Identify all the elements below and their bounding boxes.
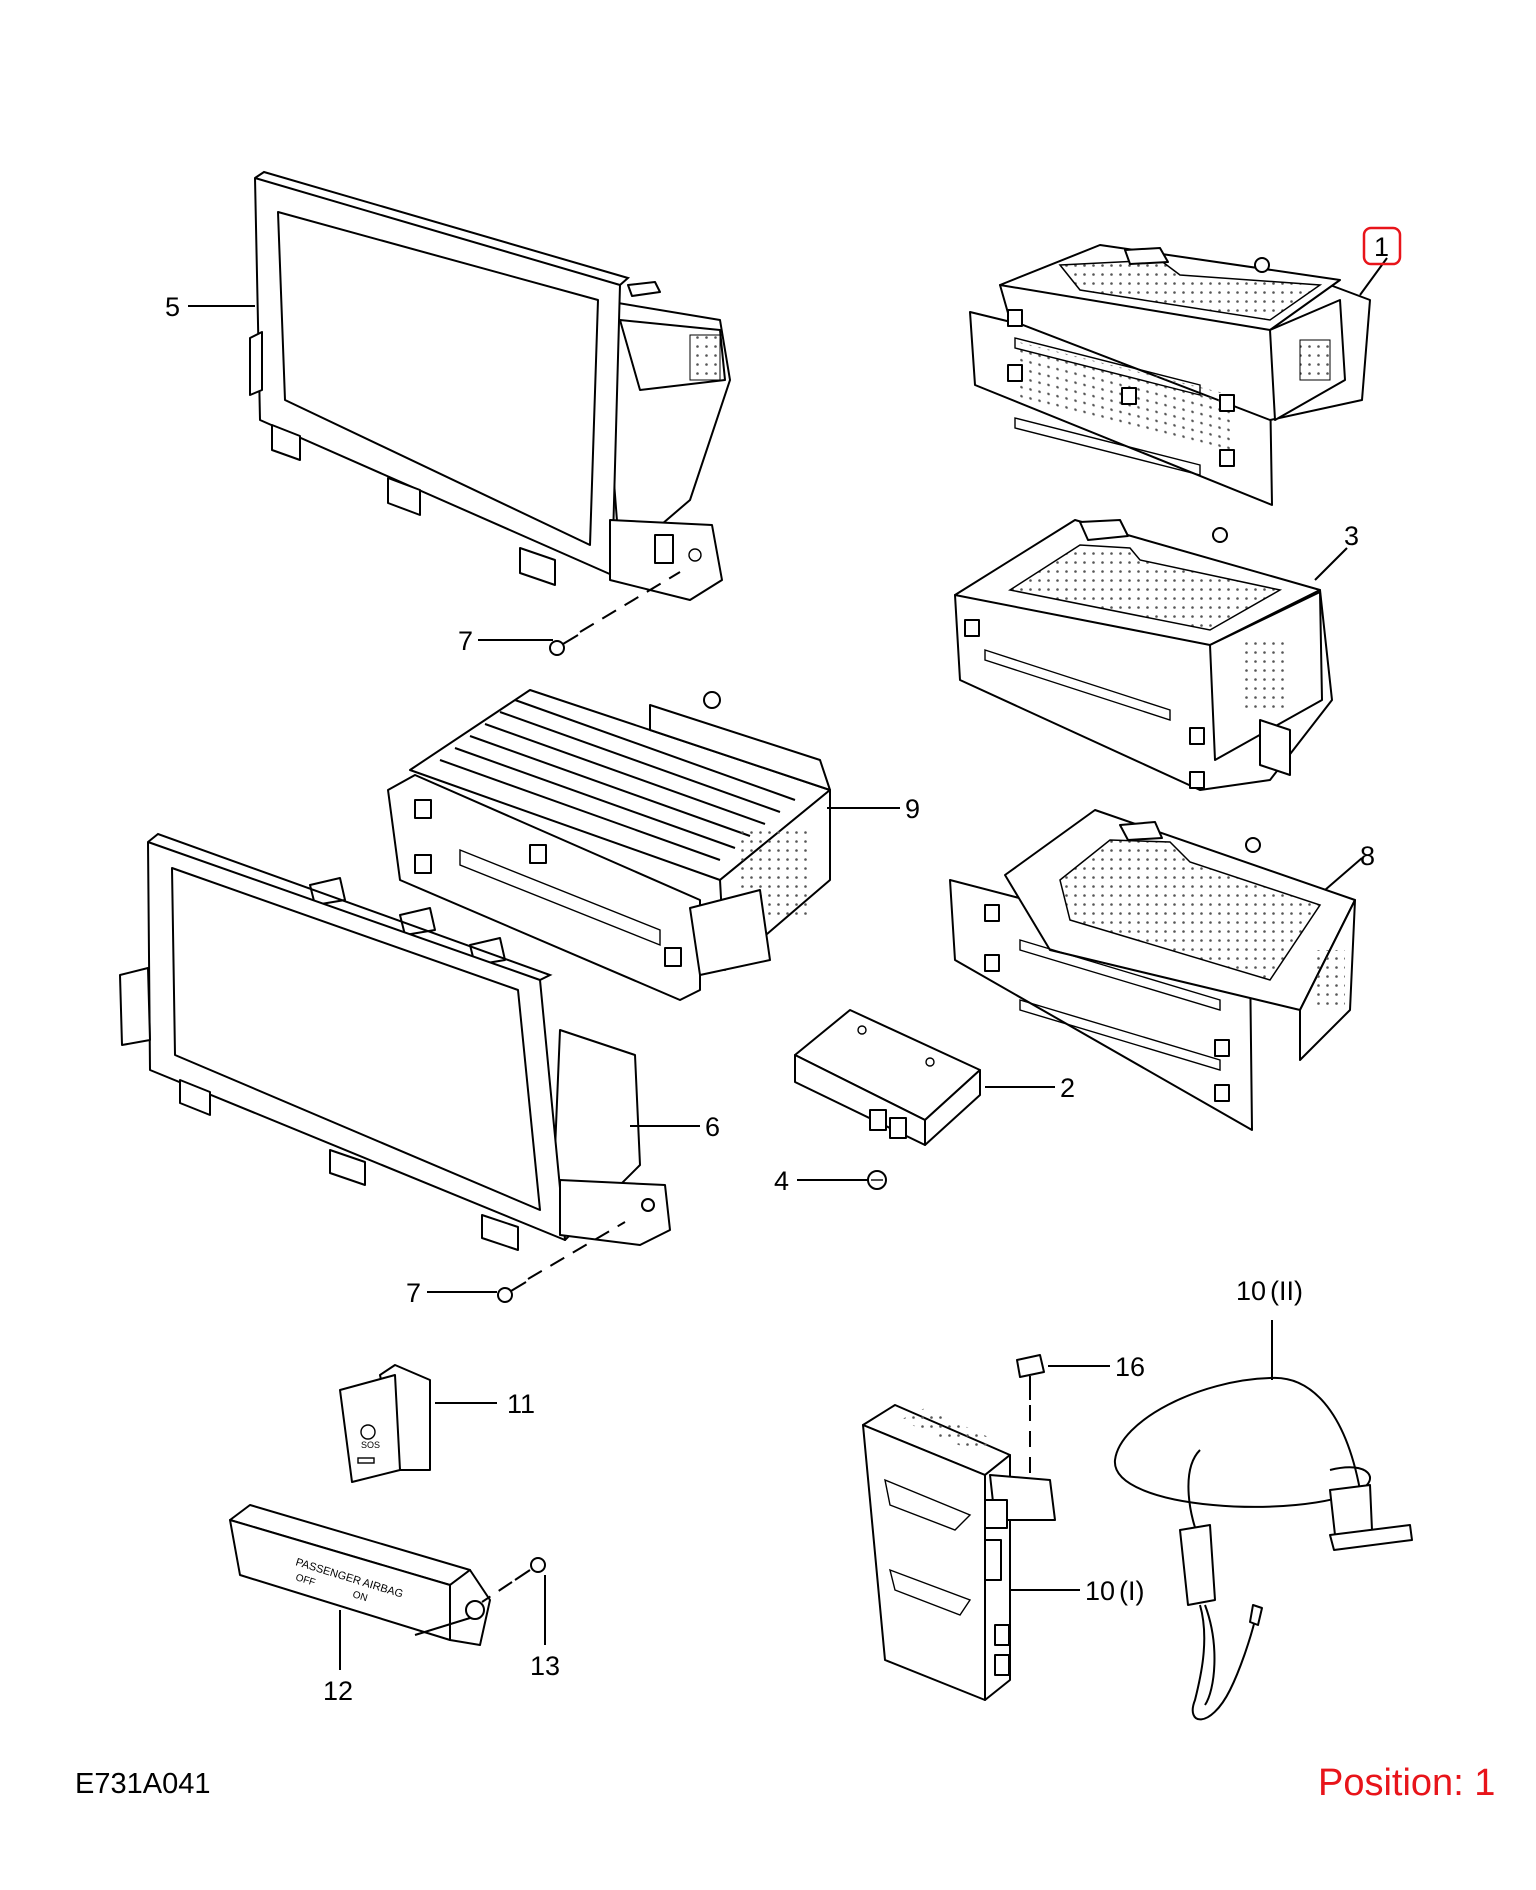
part-2-module[interactable] bbox=[794, 1009, 981, 1146]
callout-4[interactable]: 4 bbox=[774, 1166, 789, 1196]
part-12-airbag-indicator[interactable]: PASSENGER AIRBAG OFF ON bbox=[229, 1504, 491, 1646]
part-4-screw[interactable] bbox=[867, 1170, 887, 1190]
callout-10-i[interactable]: 10(I) bbox=[1085, 1576, 1145, 1606]
callout-10-ii[interactable]: 10(II) bbox=[1236, 1276, 1303, 1306]
part-13-screw[interactable] bbox=[481, 1557, 546, 1603]
airbag-on-text: ON bbox=[351, 1589, 369, 1604]
callout-8[interactable]: 8 bbox=[1360, 841, 1375, 871]
callout-7-lower[interactable]: 7 bbox=[406, 1278, 421, 1308]
callout-2[interactable]: 2 bbox=[1060, 1073, 1075, 1103]
part-3-head-unit[interactable] bbox=[954, 519, 1333, 791]
callout-16[interactable]: 16 bbox=[1115, 1352, 1145, 1382]
sos-text: SOS bbox=[361, 1440, 380, 1450]
part-7-screw-upper[interactable] bbox=[549, 571, 681, 656]
part-10-ii-cable[interactable] bbox=[1113, 1376, 1413, 1721]
part-6-display-unit[interactable] bbox=[119, 832, 671, 1251]
callout-5[interactable]: 5 bbox=[165, 292, 180, 322]
part-7-screw-lower[interactable] bbox=[497, 1221, 626, 1303]
callouts: 1 2 3 4 5 6 7 7 8 9 10(I) 10(II) 11 12 1… bbox=[165, 232, 1389, 1706]
callout-3[interactable]: 3 bbox=[1344, 521, 1359, 551]
callout-13[interactable]: 13 bbox=[530, 1651, 560, 1681]
part-9-amplifier[interactable] bbox=[387, 689, 831, 1001]
part-10-i-module[interactable] bbox=[862, 1404, 1056, 1701]
callout-6[interactable]: 6 bbox=[705, 1112, 720, 1142]
position-label: Position: 1 bbox=[1318, 1762, 1496, 1804]
callout-9[interactable]: 9 bbox=[905, 794, 920, 824]
part-8-head-unit[interactable] bbox=[949, 809, 1356, 1131]
callout-11[interactable]: 11 bbox=[507, 1389, 535, 1419]
part-1-head-unit[interactable] bbox=[969, 244, 1371, 506]
callout-1[interactable]: 1 bbox=[1374, 232, 1389, 262]
part-5-display-unit[interactable] bbox=[249, 170, 731, 601]
diagram-code: E731A041 bbox=[75, 1768, 211, 1800]
callout-12[interactable]: 12 bbox=[323, 1676, 353, 1706]
part-11-sos-switch[interactable]: SOS bbox=[339, 1364, 431, 1483]
part-16-bolt[interactable] bbox=[1016, 1354, 1045, 1480]
callout-1-highlight bbox=[1362, 226, 1402, 266]
callout-7-upper[interactable]: 7 bbox=[458, 626, 473, 656]
